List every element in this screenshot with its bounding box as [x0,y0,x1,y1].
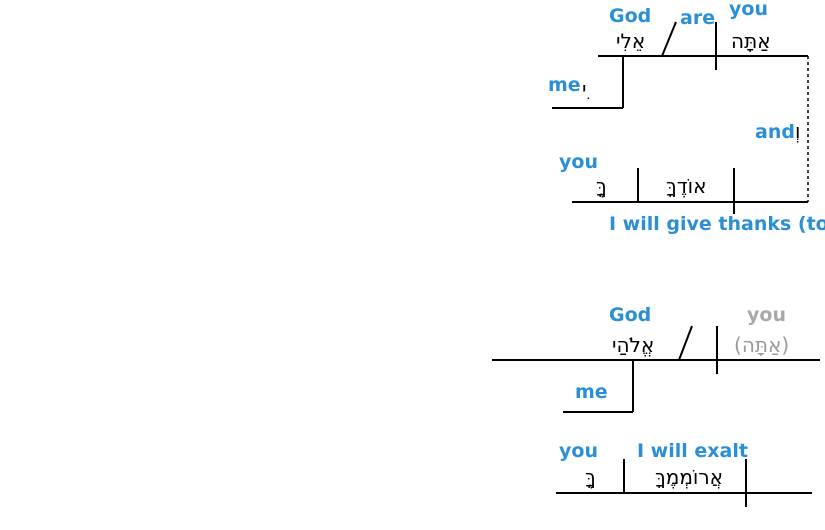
d2-gloss-you-implied: you [747,304,786,326]
d1-gloss-verb: I will give thanks (to) [609,213,825,235]
d1-gloss-god: God [609,5,651,27]
d1-hebrew-and: וְ [795,119,800,143]
d1-hebrew-you: אַתָּה [731,29,771,53]
d2-gloss-god: God [609,304,651,326]
d2-hebrew-verb: אֲרוֹמְמֶךָּ [655,465,723,489]
d1-hebrew-god: אֵלִי [616,29,645,53]
diagram-1: you are God אַתָּה אֵלִי me ִי and וְ yo… [548,0,825,235]
d2-gloss-verb: I will exalt [637,440,748,462]
d1-gloss-me: me [548,74,581,96]
d2-gloss-you-obj: you [559,440,598,462]
d2-gloss-me: me [575,381,608,403]
d1-gloss-you-obj: you [559,151,598,173]
d2-hebrew-you-implied: (אַתָּה) [734,333,789,357]
d1-complement-slash [661,21,677,57]
d2-hebrew-you-obj: ֶךָּ [585,465,596,489]
d1-hebrew-me: ִי [582,77,590,101]
diagram-2: God you (אַתָּה) אֱלֹהַי me you ֶךָּ I w… [492,304,820,507]
d1-hebrew-you-obj: ֶךָּ [596,174,607,198]
d1-gloss-you-top: you [729,0,768,20]
d1-gloss-and: and [755,121,795,143]
d1-hebrew-verb: אוֹדֶךָּ [666,174,706,198]
d2-complement-slash [678,325,693,361]
d2-hebrew-god: אֱלֹהַי [612,333,654,357]
d1-gloss-are: are [680,7,715,29]
